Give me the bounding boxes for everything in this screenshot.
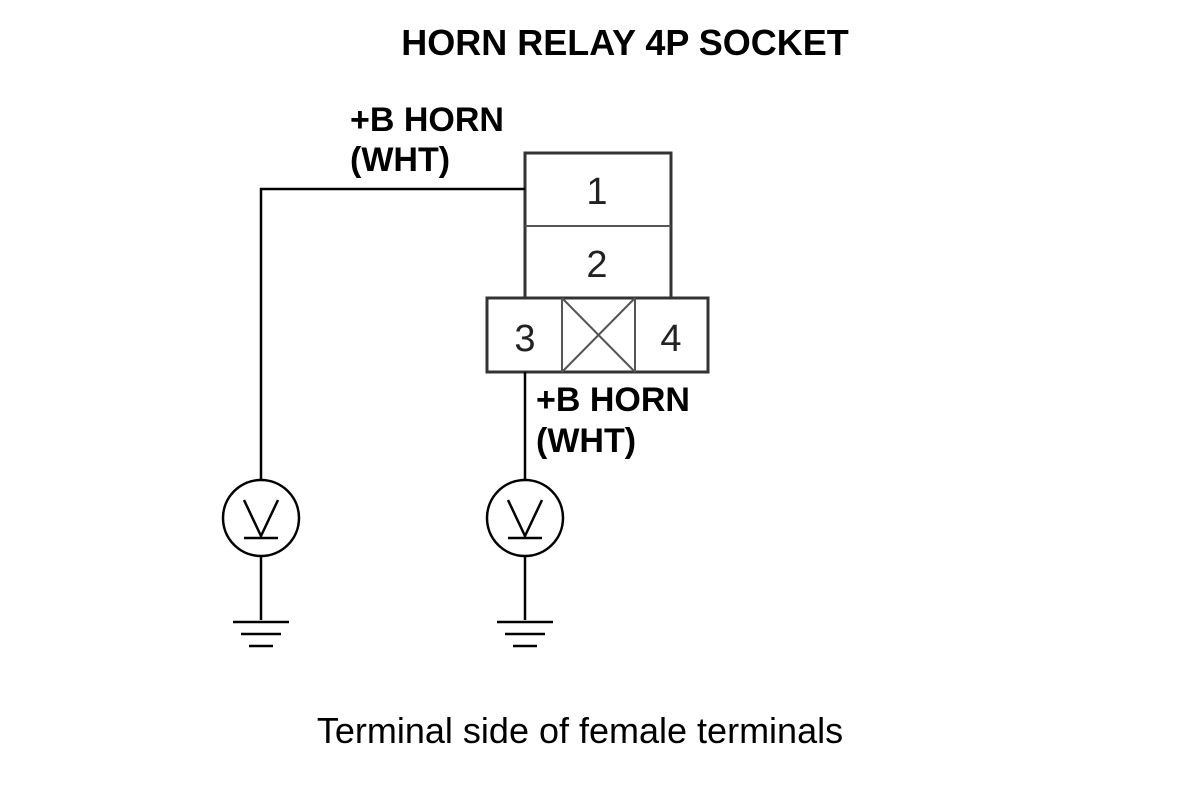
blank-cavity-x-icon	[561, 297, 636, 373]
pin-2-label: 2	[586, 244, 607, 286]
wire-1-line	[259, 187, 525, 480]
wire-1-color-label: (WHT)	[350, 141, 450, 179]
wire-2-signal-label: +B HORN	[536, 381, 690, 419]
voltmeter-icon	[485, 478, 565, 558]
wire-1-signal-label: +B HORN	[350, 101, 504, 139]
wire-pin-3: +B HORN (WHT)	[523, 372, 690, 480]
diagram-title: HORN RELAY 4P SOCKET	[401, 22, 848, 63]
wire-2-color-label: (WHT)	[536, 422, 636, 460]
diagram-caption: Terminal side of female terminals	[317, 710, 843, 751]
wire-pin-1: +B HORN (WHT)	[259, 101, 525, 480]
voltmeter-icon	[221, 478, 301, 558]
pin-3-label: 3	[514, 318, 535, 360]
pin-1-label: 1	[586, 171, 607, 213]
pin-4-label: 4	[660, 318, 681, 360]
ground-icon	[497, 620, 553, 648]
ground-icon	[233, 620, 289, 648]
relay-socket-connector: 1 2 3 4	[485, 151, 710, 374]
